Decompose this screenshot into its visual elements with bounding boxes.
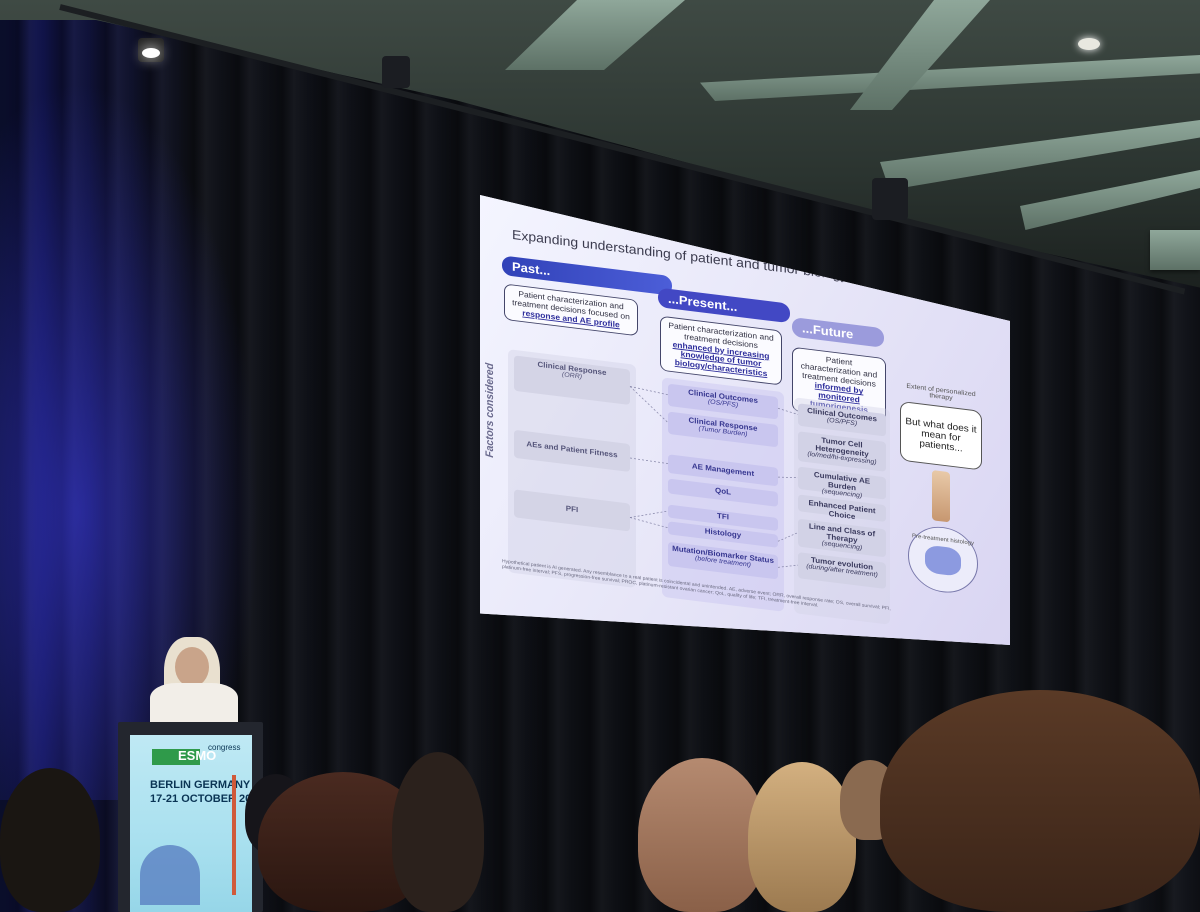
podium-brand-suffix: congress <box>208 743 241 752</box>
podium-city: BERLIN GERMANY <box>150 779 251 791</box>
esmo-logo-icon <box>152 749 200 765</box>
audience-member <box>748 762 856 912</box>
podium-banner: ESMO congress BERLIN GERMANY 17-21 OCTOB… <box>130 735 264 912</box>
audience-member <box>638 758 766 912</box>
ceiling-light <box>1078 38 1100 50</box>
ceiling-beam <box>505 0 685 70</box>
ceiling-beam <box>1020 170 1200 230</box>
stage-spotlight <box>382 56 410 88</box>
podium-brand: ESMO <box>178 748 217 763</box>
ceiling-beam <box>1150 230 1200 270</box>
speech-bubble: But what does it mean for patients... <box>900 400 982 471</box>
tower-illustration <box>232 775 236 895</box>
cell-cluster-icon <box>925 544 961 577</box>
patient-figure <box>932 469 950 523</box>
audience-member <box>880 690 1200 912</box>
projector-camera <box>872 178 908 220</box>
stage-spotlight <box>138 38 164 62</box>
speech-bubble-text: But what does it mean for patients... <box>905 416 977 454</box>
dome-illustration <box>140 845 200 905</box>
audience-member <box>392 752 484 912</box>
speaker <box>142 633 242 733</box>
connector-lines <box>629 386 799 568</box>
audience-member <box>0 768 100 912</box>
ceiling-beam <box>880 120 1200 190</box>
ceiling-beam <box>850 0 990 110</box>
ceiling-beam <box>700 55 1200 101</box>
